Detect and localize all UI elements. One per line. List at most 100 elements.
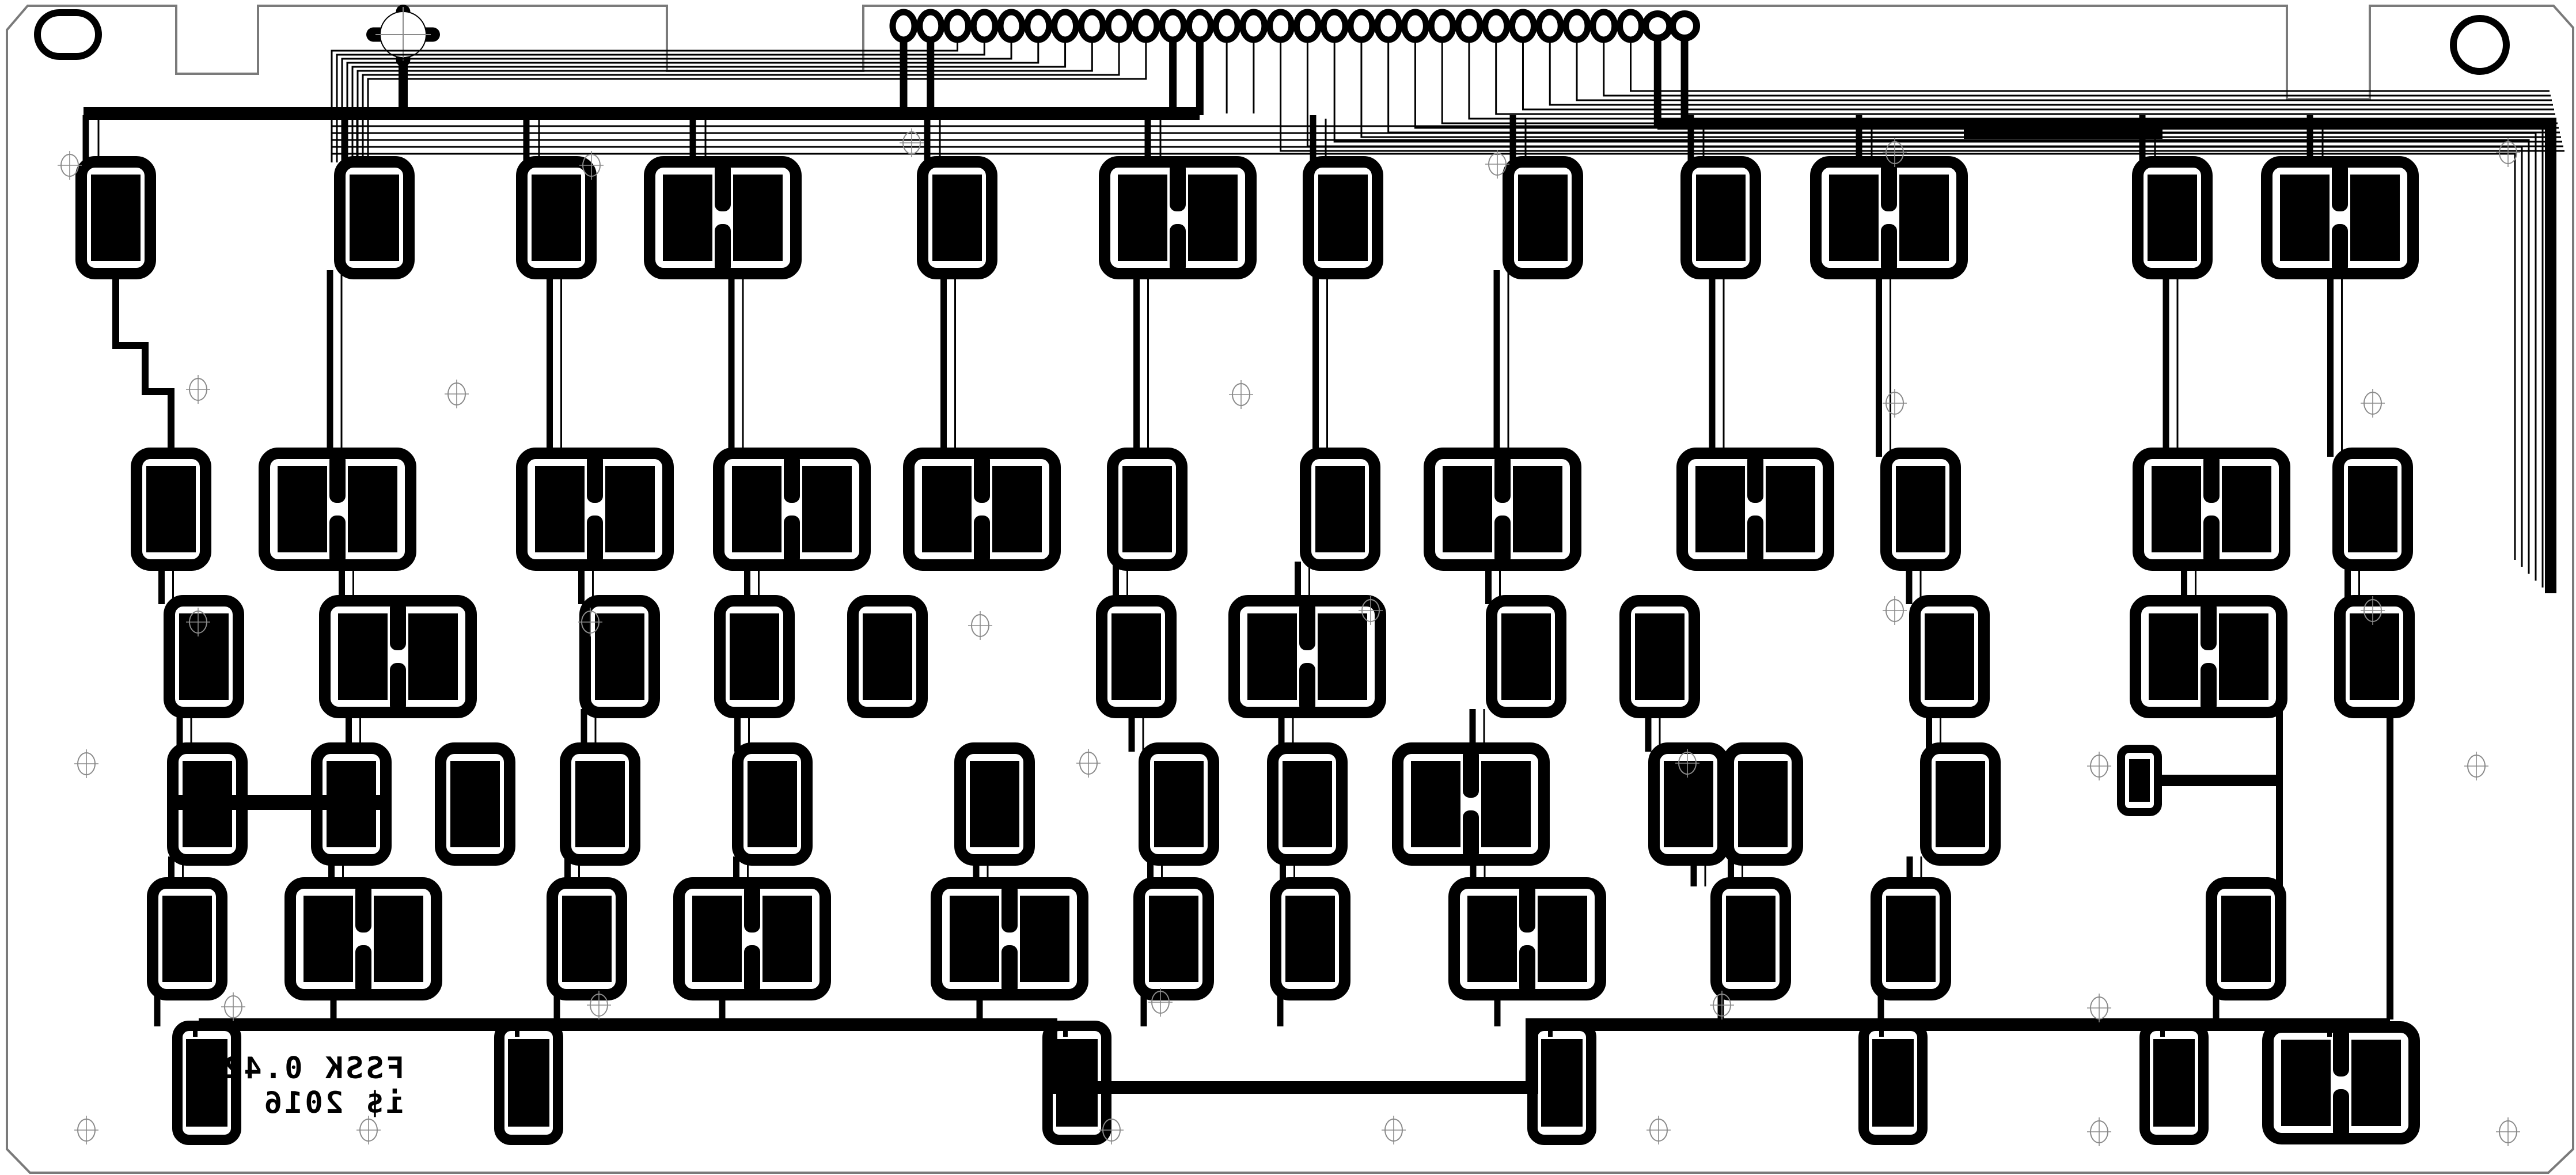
switch-pad bbox=[2350, 175, 2400, 261]
footprint-ring bbox=[560, 742, 640, 866]
via bbox=[968, 611, 992, 640]
via bbox=[900, 128, 924, 157]
connector-pad bbox=[1562, 9, 1591, 43]
switch-pad bbox=[1481, 761, 1531, 847]
footprint-finger bbox=[715, 224, 731, 274]
via bbox=[2496, 1117, 2520, 1146]
fanout-trace-right bbox=[1495, 38, 2555, 115]
switch-footprint bbox=[1527, 1021, 1596, 1145]
via bbox=[1883, 596, 1907, 625]
jumper-pad-ring bbox=[2117, 745, 2162, 816]
switch-pad bbox=[1766, 466, 1815, 552]
switch-pad bbox=[2152, 466, 2201, 552]
switch-pad bbox=[605, 466, 655, 552]
switch-pad bbox=[1247, 613, 1297, 700]
switch-pad bbox=[1111, 613, 1161, 700]
switch-pad bbox=[1283, 761, 1332, 847]
footprint-ring bbox=[435, 742, 515, 866]
switch-pad bbox=[348, 466, 397, 552]
footprint-ring bbox=[1042, 1021, 1111, 1145]
switch-pad bbox=[2280, 175, 2330, 261]
switch-pad bbox=[1886, 896, 1936, 982]
via bbox=[1646, 1116, 1671, 1144]
footprint-ring bbox=[847, 595, 928, 718]
connector-pad bbox=[1212, 9, 1241, 43]
footprint-finger bbox=[784, 516, 800, 565]
switch-footprint bbox=[1710, 877, 1791, 1000]
via bbox=[1710, 991, 1734, 1019]
connector-pad bbox=[943, 9, 972, 43]
via bbox=[1883, 389, 1907, 418]
footprint-ring bbox=[1909, 595, 1990, 718]
switch-pad bbox=[2153, 1039, 2195, 1127]
switch-pad bbox=[1411, 761, 1460, 847]
switch-pad bbox=[278, 466, 327, 552]
via bbox=[1076, 749, 1101, 778]
switch-pad bbox=[408, 613, 458, 700]
switch-pad bbox=[1467, 896, 1517, 982]
switch-pad bbox=[1149, 896, 1198, 982]
switch-footprint bbox=[172, 1021, 241, 1145]
via bbox=[587, 991, 611, 1019]
via bbox=[1148, 988, 1173, 1017]
footprint-ring bbox=[516, 156, 597, 279]
footprint-ring bbox=[954, 742, 1035, 866]
footprint-finger bbox=[329, 453, 346, 503]
switch-footprint bbox=[1680, 156, 1761, 279]
footprint-finger bbox=[974, 516, 990, 565]
via bbox=[74, 1116, 98, 1144]
copper-layer bbox=[34, 5, 2564, 1145]
switch-pad bbox=[1899, 175, 1949, 261]
switch-footprint bbox=[334, 156, 415, 279]
fanout-trace-left bbox=[346, 38, 1039, 162]
footprint-finger bbox=[1747, 516, 1763, 565]
connector-pad bbox=[1320, 9, 1349, 43]
footprint-ring bbox=[164, 595, 244, 718]
connector-pad bbox=[1105, 9, 1133, 43]
footprint-finger bbox=[1001, 945, 1018, 995]
via bbox=[2361, 596, 2385, 625]
fanout-trace-right bbox=[1280, 38, 2564, 152]
footprint-ring bbox=[1680, 156, 1761, 279]
switch-pad bbox=[374, 896, 423, 982]
footprint-finger bbox=[2333, 1089, 2349, 1139]
fanout-trace-right bbox=[1360, 38, 2561, 138]
connector-pad bbox=[1669, 10, 1701, 41]
fanout-trace-right bbox=[1387, 38, 2560, 134]
switch-footprint bbox=[311, 742, 392, 866]
switch-pad bbox=[595, 613, 644, 700]
footprint-ring bbox=[1303, 156, 1383, 279]
footprint-ring bbox=[167, 742, 248, 866]
switch-pad bbox=[932, 175, 982, 261]
footprint-finger bbox=[2332, 162, 2348, 211]
switch-pad bbox=[1635, 613, 1685, 700]
footprint-ring bbox=[1133, 877, 1214, 1000]
fanout-trace-right bbox=[1522, 38, 2554, 111]
switch-footprint bbox=[547, 877, 627, 1000]
switch-footprint bbox=[954, 742, 1035, 866]
switch-pad bbox=[2351, 1040, 2401, 1126]
switch-footprint bbox=[714, 595, 795, 718]
switch-pad bbox=[1118, 175, 1167, 261]
via bbox=[74, 749, 98, 778]
switch-pad bbox=[1056, 1039, 1098, 1127]
switch-footprint bbox=[1392, 742, 1550, 866]
via bbox=[2087, 752, 2111, 780]
switch-pad bbox=[1501, 613, 1551, 700]
connector-pad bbox=[1642, 10, 1674, 41]
footprint-finger bbox=[1747, 453, 1763, 503]
signal-trace-thin bbox=[331, 139, 2530, 574]
switch-pad bbox=[327, 761, 376, 847]
switch-footprint bbox=[579, 595, 660, 718]
switch-pad bbox=[1872, 1039, 1914, 1127]
switch-footprint bbox=[644, 156, 802, 279]
switch-footprint bbox=[1042, 1021, 1111, 1145]
switch-footprint bbox=[1676, 448, 1834, 571]
switch-pad bbox=[562, 896, 612, 982]
switch-pad bbox=[1726, 896, 1775, 982]
switch-pad bbox=[350, 175, 399, 261]
connector-pad bbox=[1428, 9, 1456, 43]
switch-pad bbox=[146, 466, 196, 552]
footprint-ring bbox=[917, 156, 997, 279]
switch-footprint bbox=[1619, 595, 1700, 718]
